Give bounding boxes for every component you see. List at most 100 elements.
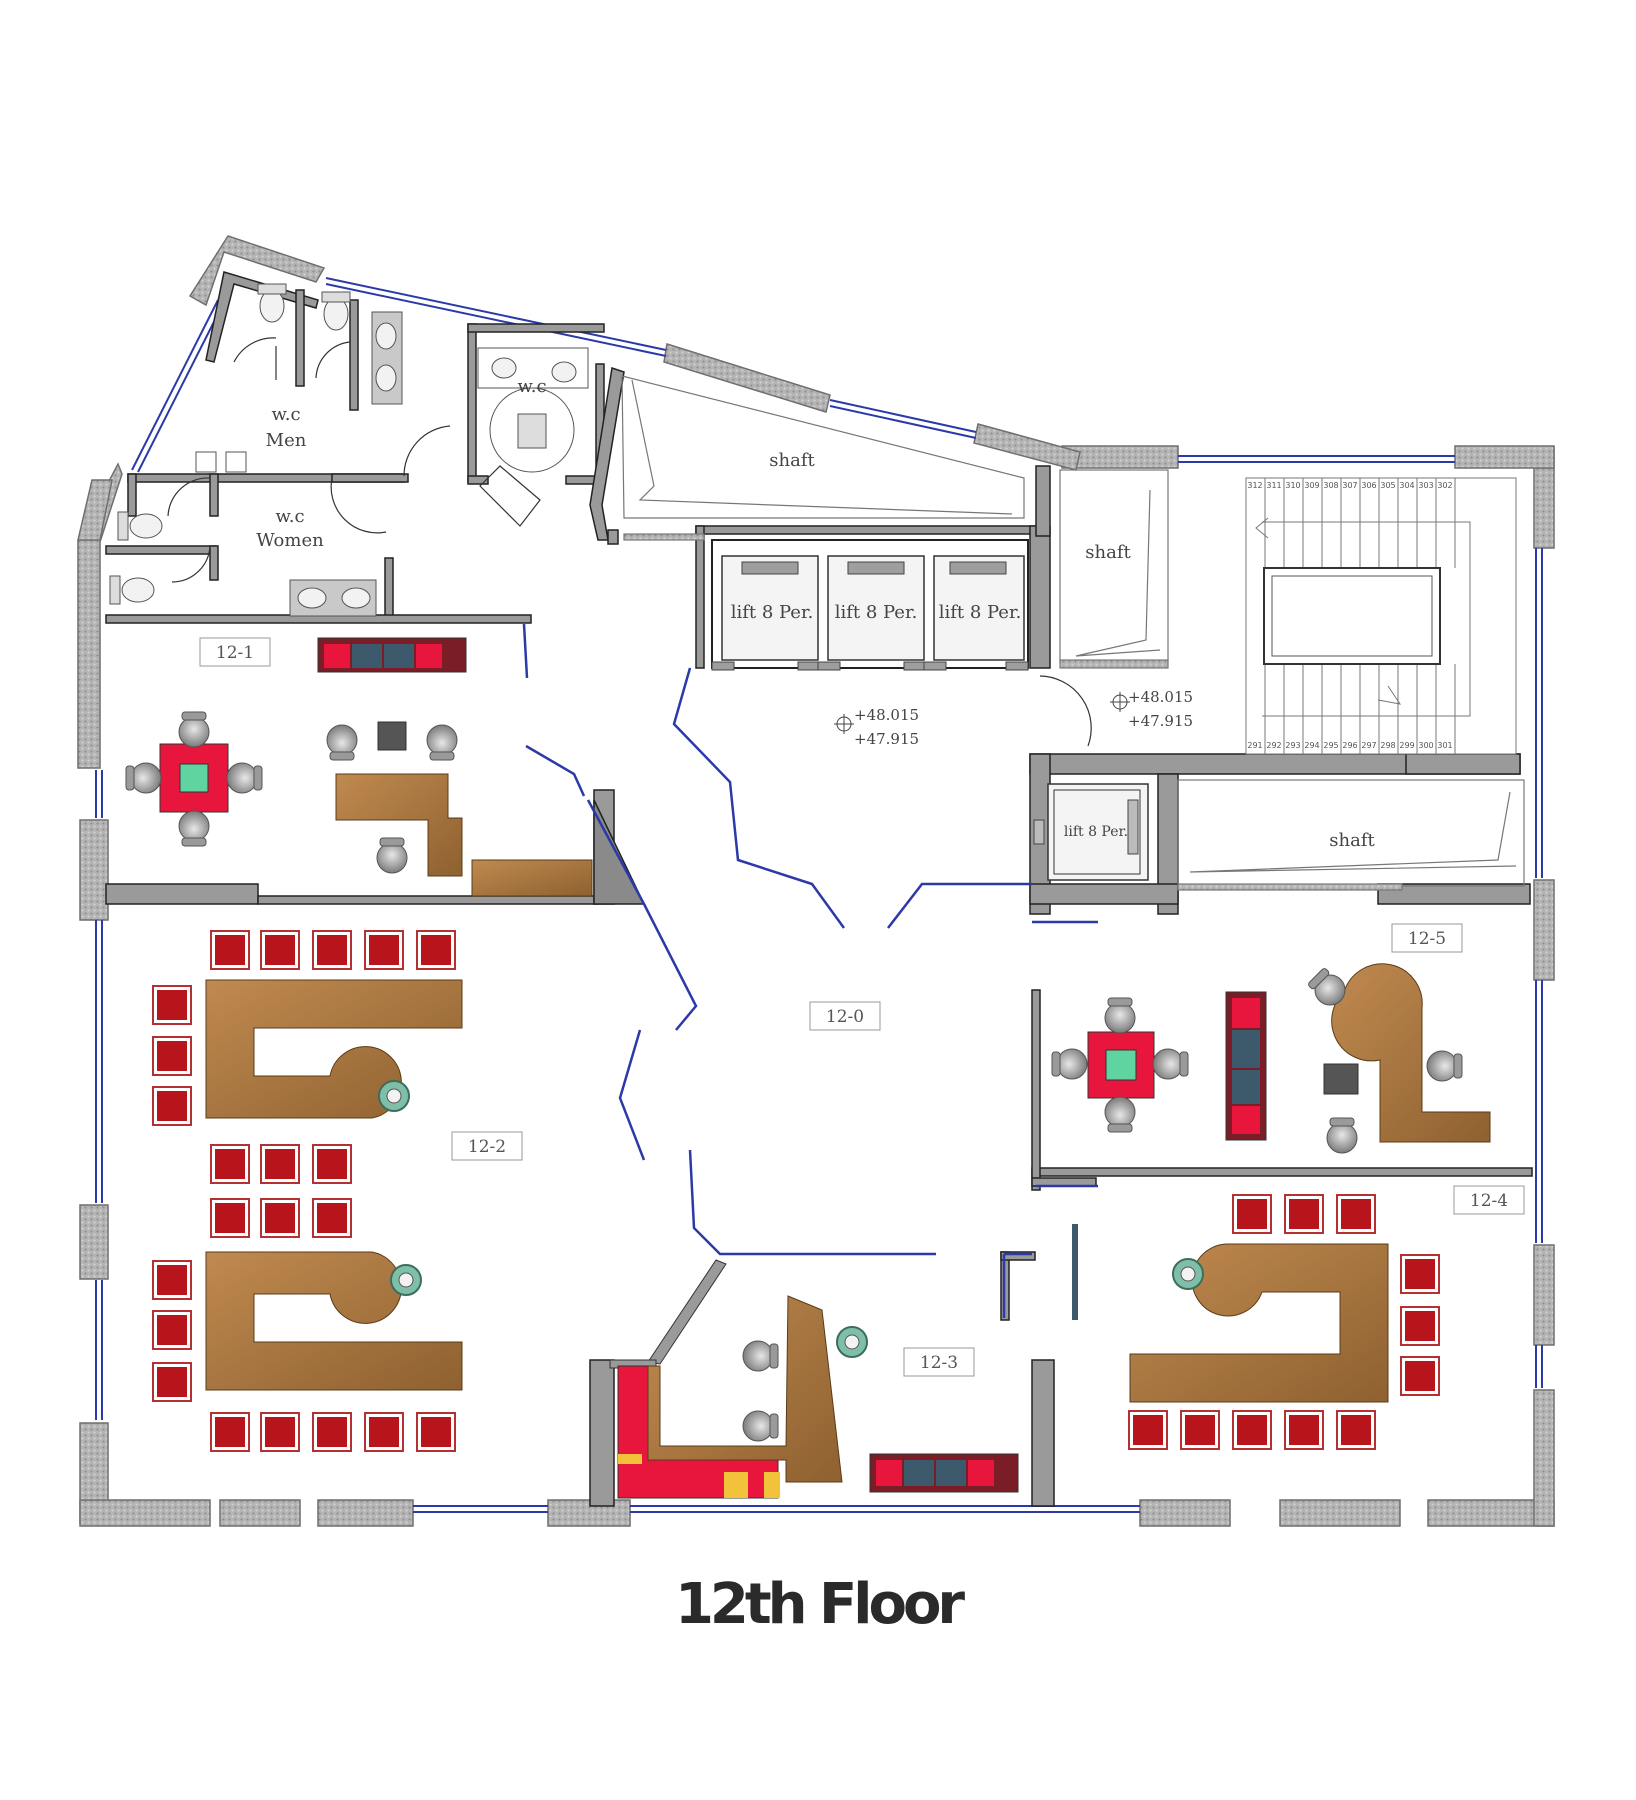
stair-numbers-top: 312 311 310 309 308 307 306 305 304 303 302 [1247, 481, 1452, 490]
red-chair [152, 1310, 192, 1350]
stair-step-number: 305 [1380, 481, 1395, 490]
red-chair [1128, 1410, 1168, 1450]
wc-men-label-2: Men [266, 430, 307, 451]
room-12-3-angled-wall [609, 1259, 727, 1369]
red-chair [1336, 1410, 1376, 1450]
room-tag-12-5: 12-5 [1408, 929, 1446, 949]
room-tag-12-3: 12-3 [920, 1353, 958, 1373]
stair-step-number: 309 [1304, 481, 1319, 490]
room-12-1-furniture [125, 637, 593, 897]
red-chair [1400, 1306, 1440, 1346]
stair-elevation-bottom: +47.915 [1128, 712, 1193, 730]
stair-step-number: 304 [1399, 481, 1414, 490]
room-tag-12-0: 12-0 [826, 1007, 864, 1027]
room-tag-12-1: 12-1 [216, 643, 254, 663]
shaft-label-3: shaft [1329, 830, 1375, 851]
stair-step-number: 299 [1399, 741, 1414, 750]
red-chair [152, 1086, 192, 1126]
stair-step-number: 310 [1285, 481, 1300, 490]
room-tags [199, 637, 1525, 1377]
hall-elevation-top: +48.015 [854, 706, 919, 724]
red-chair [1232, 1194, 1272, 1234]
stair-step-number: 298 [1380, 741, 1395, 750]
room-tag-12-4: 12-4 [1470, 1191, 1508, 1211]
stair-numbers-bottom: 291 292 293 294 295 296 297 298 299 300 301 [1247, 741, 1452, 750]
stair-step-number: 312 [1247, 481, 1262, 490]
stair-step-number: 297 [1361, 741, 1376, 750]
lift-core [711, 539, 1149, 881]
red-chair [1284, 1194, 1324, 1234]
windows [95, 277, 1543, 1513]
red-chair [416, 1412, 456, 1452]
stair-step-number: 291 [1247, 741, 1262, 750]
stair-step-number: 295 [1323, 741, 1338, 750]
red-chair [210, 1144, 250, 1184]
red-chair [1232, 1410, 1272, 1450]
red-chair [312, 930, 352, 970]
room-12-2-furniture [152, 930, 463, 1452]
conference-desk [205, 1251, 463, 1391]
red-chair [1400, 1356, 1440, 1396]
red-chair [210, 930, 250, 970]
stair-step-number: 303 [1418, 481, 1433, 490]
red-chair [260, 1412, 300, 1452]
red-chair [1336, 1194, 1376, 1234]
stair-step-number: 293 [1285, 741, 1300, 750]
person-icon [378, 1080, 410, 1112]
door-swings [167, 337, 1092, 747]
red-chair [152, 1260, 192, 1300]
red-chair [152, 1036, 192, 1076]
red-chair [210, 1412, 250, 1452]
stair-step-number: 307 [1342, 481, 1357, 490]
stair-step-number: 294 [1304, 741, 1319, 750]
stair-step-number: 311 [1266, 481, 1281, 490]
stair-step-number: 306 [1361, 481, 1376, 490]
stair-step-number: 301 [1437, 741, 1452, 750]
stair [1245, 477, 1517, 755]
shafts [621, 375, 1525, 891]
red-chair [1180, 1410, 1220, 1450]
hall-elevation-bottom: +47.915 [854, 730, 919, 748]
red-chair [152, 1362, 192, 1402]
lift-label-2: lift 8 Per. [835, 602, 918, 623]
red-chair [364, 1412, 404, 1452]
stair-elevation-top: +48.015 [1128, 688, 1193, 706]
shaft-label-1: shaft [769, 450, 815, 471]
conference-desk [205, 979, 463, 1119]
person-icon [390, 1264, 422, 1296]
floor-title: 12th Floor [674, 1572, 965, 1637]
conference-desk [1129, 1243, 1389, 1403]
room-12-5-furniture [1051, 963, 1491, 1154]
interior-walls [105, 271, 1533, 1507]
shaft-label-2: shaft [1085, 542, 1131, 563]
red-chair [1284, 1410, 1324, 1450]
wc-women-label-2: Women [256, 530, 324, 551]
red-chair [1400, 1254, 1440, 1294]
room-tag-12-2: 12-2 [468, 1137, 506, 1157]
level-markers [834, 692, 1130, 734]
red-chair [152, 985, 192, 1025]
person-icon [1172, 1258, 1204, 1290]
service-lift-label: lift 8 Per. [1064, 824, 1128, 840]
stair-step-number: 300 [1418, 741, 1433, 750]
glass-partitions [522, 623, 1098, 1318]
wc-women-label-1: w.c [275, 506, 304, 527]
red-chair [312, 1144, 352, 1184]
lift-label-1: lift 8 Per. [731, 602, 814, 623]
room-12-4-furniture [1128, 1194, 1440, 1450]
stair-step-number: 302 [1437, 481, 1452, 490]
exterior-walls [77, 235, 1555, 1527]
red-chair [260, 930, 300, 970]
stair-step-number: 308 [1323, 481, 1338, 490]
red-chair [364, 930, 404, 970]
lift-label-3: lift 8 Per. [939, 602, 1022, 623]
red-chair [260, 1144, 300, 1184]
red-chair [416, 930, 456, 970]
red-chair [312, 1412, 352, 1452]
red-chair [210, 1198, 250, 1238]
red-chair [260, 1198, 300, 1238]
red-chair [312, 1198, 352, 1238]
stair-step-number: 296 [1342, 741, 1357, 750]
stair-step-number: 292 [1266, 741, 1281, 750]
